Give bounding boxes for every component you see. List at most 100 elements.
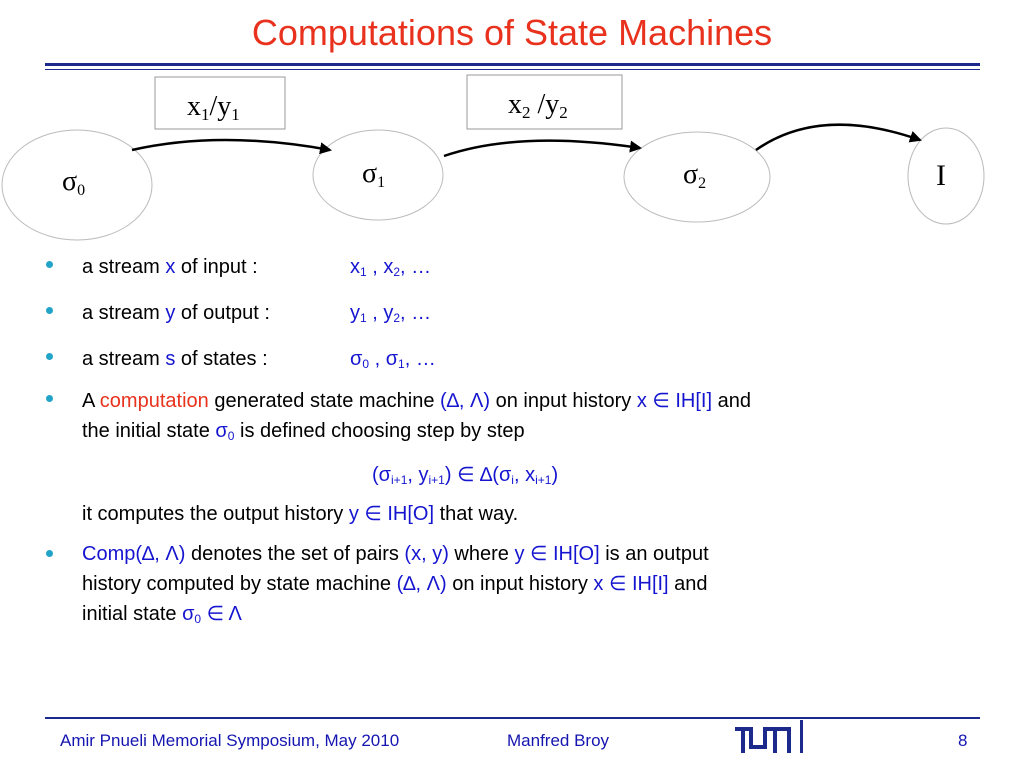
text: IH[O] <box>387 503 435 525</box>
text: y ∈ <box>514 543 553 565</box>
text: on input history <box>446 573 594 595</box>
term-computation: computation <box>99 390 209 412</box>
state-sigma2 <box>623 131 771 223</box>
text: that way. <box>434 503 519 525</box>
bullet-computation-line2: the initial state σ0 is defined choosing… <box>82 416 525 446</box>
text: and <box>712 390 751 412</box>
text: the initial state <box>82 420 216 442</box>
bullet-computation-line1: A computation generated state machine (∆… <box>82 386 751 416</box>
text: is defined choosing step by step <box>234 420 525 442</box>
bullet-dot <box>46 550 53 557</box>
subscript: i+1 <box>428 473 445 487</box>
text: (∆, Λ) <box>396 573 447 595</box>
text: denotes the set of pairs <box>185 543 405 565</box>
bullet-comp-line1: Comp(∆, Λ) denotes the set of pairs (x, … <box>82 539 709 569</box>
subscript: 2 <box>393 311 401 325</box>
text: history computed by state machine <box>82 573 397 595</box>
subscript: i+1 <box>535 473 552 487</box>
subscript: 0 <box>362 357 370 371</box>
text: is an output <box>599 543 709 565</box>
text: ) <box>551 464 559 486</box>
bullet-state-sequence: σ0 , σ1, … <box>350 344 436 374</box>
text: x ∈ <box>593 573 632 595</box>
text: σ <box>182 603 195 625</box>
subscript: 1 <box>360 311 367 325</box>
step-formula: (σi+1, yi+1) ∈ ∆(σi, xi+1) <box>372 460 558 490</box>
title-rule-thin <box>45 69 980 70</box>
text: (σ <box>372 464 392 486</box>
transition-label-box-1 <box>154 76 286 130</box>
text: , x <box>366 256 394 278</box>
state-sigma0 <box>1 129 153 241</box>
subscript: i+1 <box>391 473 408 487</box>
subscript: 1 <box>360 265 367 279</box>
text: of states : <box>175 348 268 370</box>
text: σ <box>215 420 228 442</box>
transition-label-box-2 <box>466 74 623 130</box>
transition-label-1: x1/y1 <box>187 91 240 124</box>
transition-arrow-1 <box>131 138 332 155</box>
title-rule <box>45 63 980 66</box>
text: A <box>82 390 100 412</box>
state-final <box>907 127 985 225</box>
text: , … <box>400 256 432 278</box>
text: y <box>350 302 360 324</box>
state-sigma1-label: σ1 <box>362 158 385 191</box>
text: generated state machine <box>208 390 441 412</box>
bullet-computation-line4: it computes the output history y ∈ IH[O]… <box>82 499 518 529</box>
state-sigma2-label: σ2 <box>683 159 706 192</box>
bullet-input-sequence: x1 , x2, … <box>350 252 431 282</box>
subscript: i <box>511 473 514 487</box>
footer-rule <box>45 717 980 719</box>
text: , x <box>513 464 536 486</box>
bullet-state-stream: a stream s of states : <box>82 344 268 374</box>
text: and <box>668 573 708 595</box>
bullet-input-stream: a stream x of input : <box>82 252 258 282</box>
text: , σ <box>369 348 399 370</box>
text: x <box>165 256 176 278</box>
bullet-dot <box>46 307 53 314</box>
bullet-comp-line2: history computed by state machine (∆, Λ)… <box>82 569 708 599</box>
transition-arrow-2 <box>443 139 642 158</box>
text: IH[I] <box>675 390 713 412</box>
text: , … <box>404 348 436 370</box>
text: a stream <box>82 256 166 278</box>
text: y ∈ <box>348 503 388 525</box>
text: s <box>165 348 176 370</box>
state-final-label: I <box>936 159 946 192</box>
slide-title: Computations of State Machines <box>251 12 773 53</box>
transition-label-2: x2 /y2 <box>508 89 568 122</box>
text: x <box>350 256 360 278</box>
text: it computes the output history <box>82 503 349 525</box>
bullet-output-stream: a stream y of output : <box>82 298 270 328</box>
text: y <box>165 302 176 324</box>
footer-divider <box>800 720 803 753</box>
bullet-output-sequence: y1 , y2, … <box>350 298 431 328</box>
footer-author: Manfred Broy <box>507 731 610 750</box>
text: of output : <box>175 302 270 324</box>
text: (x, y) <box>404 543 449 565</box>
text: initial state <box>82 603 183 625</box>
state-sigma1 <box>312 129 444 221</box>
subscript: 0 <box>194 612 202 626</box>
text: , … <box>400 302 432 324</box>
state-machine-diagram: x1/y1 x2 /y2 σ0 σ1 σ2 I <box>1 74 985 241</box>
bullet-dot <box>46 395 53 402</box>
subscript: 0 <box>227 429 235 443</box>
text: a stream <box>82 302 166 324</box>
bullet-dot <box>46 353 53 360</box>
text: ∈ Λ <box>201 603 242 625</box>
text: IH[O] <box>553 543 600 565</box>
transition-arrow-3 <box>755 123 922 152</box>
text: ) ∈ ∆(σ <box>444 464 512 486</box>
tum-logo <box>735 727 791 753</box>
text: Comp(∆, Λ) <box>82 543 186 565</box>
state-sigma0-label: σ0 <box>62 166 85 199</box>
text: a stream <box>82 348 166 370</box>
text: , y <box>407 464 429 486</box>
text: x ∈ <box>636 390 676 412</box>
footer-event: Amir Pnueli Memorial Symposium, May 2010 <box>60 731 400 750</box>
text: where <box>448 543 515 565</box>
bullet-comp-line3: initial state σ0 ∈ Λ <box>82 599 242 629</box>
text: σ <box>350 348 363 370</box>
